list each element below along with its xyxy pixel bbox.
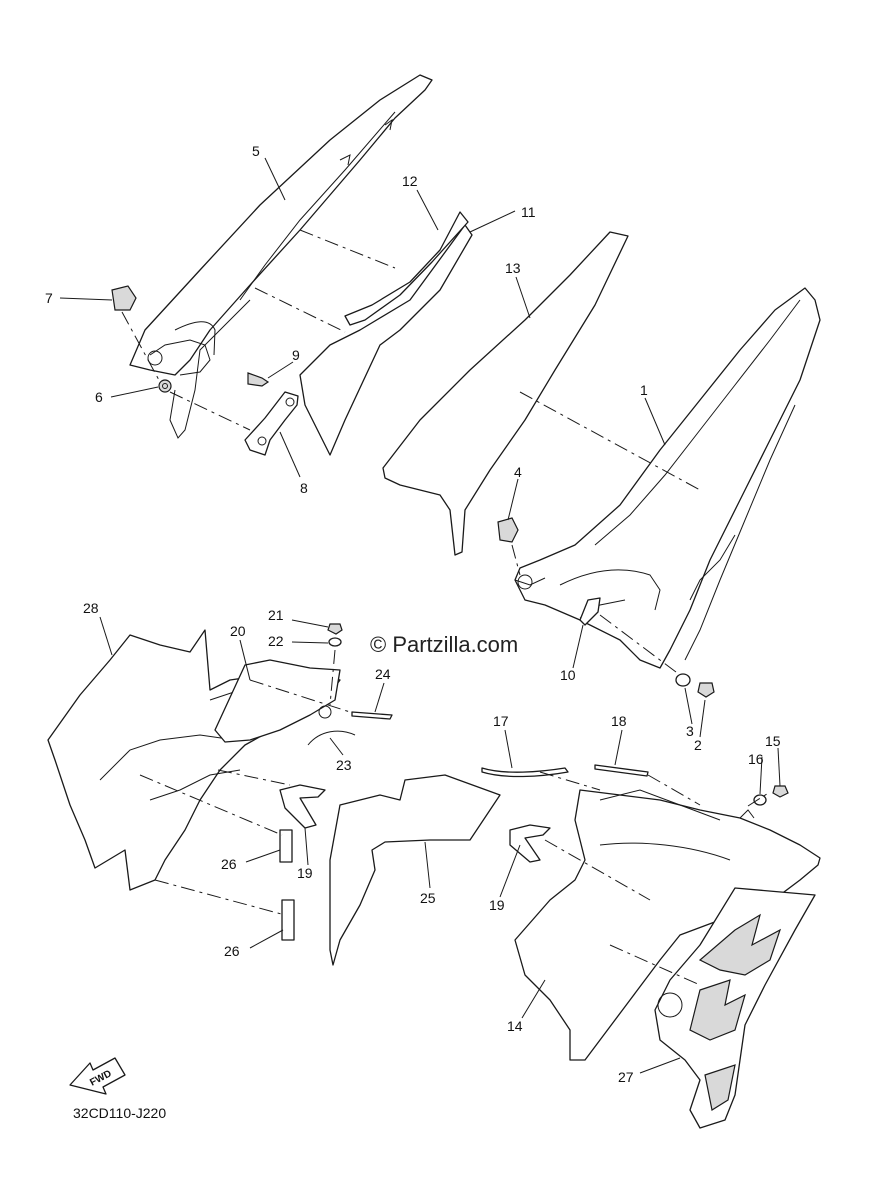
leader-lines: [59, 157, 781, 1074]
callout-3: 3: [686, 723, 694, 739]
part-9-bolt[interactable]: [247, 372, 270, 387]
callout-26-lower: 26: [224, 943, 240, 959]
part-21-screw[interactable]: [327, 623, 343, 635]
part-6-bolt[interactable]: [158, 379, 172, 393]
callout-labels: 5 12 11 13 7 9 6 1 8 4 28 21 20 22 10 24…: [45, 143, 781, 1085]
part-26-decal-upper[interactable]: [279, 829, 293, 863]
part-7-grommet[interactable]: [111, 285, 137, 311]
part-19-clip-left[interactable]: [279, 784, 326, 829]
callout-21: 21: [268, 607, 284, 623]
callout-9: 9: [292, 347, 300, 363]
callout-19-right: 19: [489, 897, 505, 913]
part-23-strip[interactable]: [307, 730, 356, 746]
callout-25: 25: [420, 890, 436, 906]
fwd-arrow-icon: FWD: [69, 1057, 126, 1095]
part-25-sheet[interactable]: [329, 774, 501, 966]
callout-10: 10: [560, 667, 576, 683]
part-8-bracket[interactable]: [244, 391, 299, 456]
callout-20: 20: [230, 623, 246, 639]
callout-8: 8: [300, 480, 308, 496]
callout-16: 16: [748, 751, 764, 767]
part-14-shroud[interactable]: [514, 789, 821, 1061]
callout-1: 1: [640, 382, 648, 398]
callout-6: 6: [95, 389, 103, 405]
part-15-screw[interactable]: [772, 785, 789, 798]
callout-11: 11: [521, 204, 536, 220]
callout-26-upper: 26: [221, 856, 237, 872]
part-19-clip-right[interactable]: [509, 824, 551, 863]
callout-4: 4: [514, 464, 522, 480]
part-16-washer[interactable]: [753, 794, 767, 806]
callout-17: 17: [493, 713, 509, 729]
diagram-code: 32CD110-J220: [73, 1105, 166, 1121]
callout-27: 27: [618, 1069, 634, 1085]
part-12-trim[interactable]: [344, 211, 469, 326]
part-17-strip[interactable]: [481, 767, 569, 778]
callout-28: 28: [83, 600, 99, 616]
part-26-decal-lower[interactable]: [281, 899, 295, 941]
callout-24: 24: [375, 666, 391, 682]
callout-2: 2: [694, 737, 702, 753]
part-10-trim[interactable]: [579, 597, 601, 626]
part-22-washer[interactable]: [328, 637, 342, 647]
part-18-strip[interactable]: [594, 764, 649, 777]
callout-14: 14: [507, 1018, 523, 1034]
callout-22: 22: [268, 633, 284, 649]
part-5-side-cover[interactable]: [129, 74, 433, 439]
part-20-inner-cover[interactable]: [214, 659, 341, 743]
part-2-bolt[interactable]: [697, 682, 715, 698]
callout-19-left: 19: [297, 865, 313, 881]
callout-13: 13: [505, 260, 521, 276]
callout-23: 23: [336, 757, 352, 773]
assembly-lines: [121, 229, 771, 986]
part-27-decal[interactable]: [654, 887, 816, 1129]
part-4-grommet[interactable]: [497, 517, 519, 543]
part-11-panel[interactable]: [299, 224, 473, 456]
callout-15: 15: [765, 733, 781, 749]
callout-12: 12: [402, 173, 418, 189]
part-3-washer[interactable]: [675, 673, 691, 687]
callout-5: 5: [252, 143, 260, 159]
callout-7: 7: [45, 290, 53, 306]
part-24-strip[interactable]: [351, 711, 393, 720]
part-13-sheet[interactable]: [382, 231, 629, 556]
watermark-text: © Partzilla.com: [370, 632, 518, 657]
callout-18: 18: [611, 713, 627, 729]
